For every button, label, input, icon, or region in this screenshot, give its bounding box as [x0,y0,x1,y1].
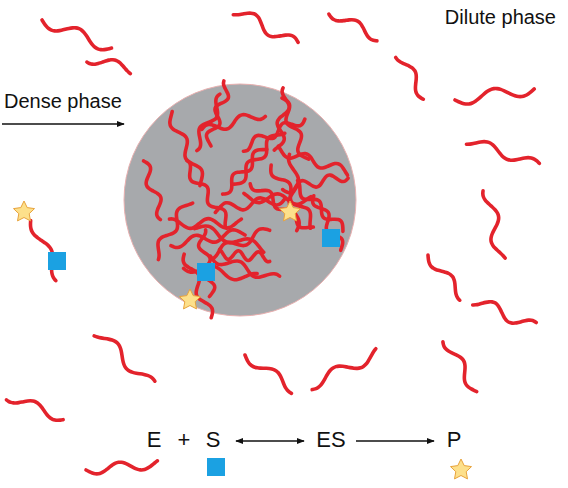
polymer-chain [6,400,63,420]
polymer-chain [202,115,266,130]
polymer-chain [220,249,270,261]
polymer-chain [244,193,311,204]
polymer-chain [282,98,309,159]
product-star [180,289,201,309]
substrate-square [322,229,340,247]
polymer-chain [169,219,241,229]
reversible-arrow [236,440,304,441]
label: + [178,427,191,452]
polymer-chain [30,221,55,281]
polymer-chain [466,142,539,164]
polymer-chain [329,14,377,41]
polymer-chain [250,184,313,228]
product-star [451,459,472,479]
label: Dilute phase [445,6,556,29]
polymer-chain [233,13,298,42]
polymer-chain [278,146,347,175]
polymer-chain [86,461,157,474]
polymer-chain [94,336,155,381]
polymer-chain [245,355,291,393]
product-star [14,201,35,221]
polymer-chain [42,20,112,50]
polymer-chain [455,89,534,105]
polymer-chain [396,57,424,99]
polymer-chains [6,13,539,474]
polymer-chain [144,161,162,220]
molecules [14,201,472,479]
polymer-chain [206,81,228,146]
product-star [280,201,301,221]
pointer-arrow [2,123,124,124]
label: Dense phase [4,90,122,113]
label: ES [316,427,345,452]
polymer-chain [274,88,289,150]
polymer-chain [473,302,537,323]
substrate-square [197,263,215,281]
polymer-network [144,81,349,318]
polymer-chain [233,133,284,184]
polymer-chain [171,230,245,248]
label: S [206,427,221,452]
polymer-chain [312,349,376,390]
polymer-chain [428,255,460,300]
substrate-square [48,252,66,270]
polymer-chain [271,165,311,228]
polymer-chain [483,191,505,258]
polymer-chain [184,266,257,280]
polymer-chain [313,196,343,250]
polymer-chain [158,203,193,260]
dense-phase-droplet [124,84,356,316]
reaction-arrow [356,440,434,441]
polymer-chain [443,342,477,392]
label: E [147,427,162,452]
substrate-square [207,458,225,476]
label: P [447,427,462,452]
polymer-chain [87,60,130,74]
